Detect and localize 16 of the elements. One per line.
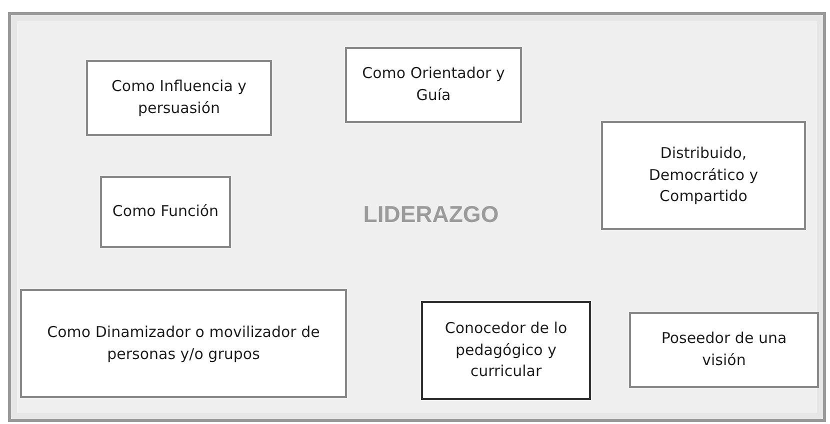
concept-text: Como Función bbox=[112, 201, 219, 222]
concept-box bbox=[629, 312, 819, 388]
concept-box bbox=[86, 60, 272, 136]
concept-text: Poseedor de una visión bbox=[660, 328, 788, 371]
concept-box bbox=[345, 47, 522, 123]
concept-text: Distribuido, Democrático y Compartido bbox=[648, 142, 760, 208]
diagram-panel bbox=[8, 12, 826, 422]
concept-text: Como Influencia y persuasión bbox=[110, 76, 248, 119]
concept-box bbox=[421, 301, 591, 400]
concept-text: Conocedor de lo pedagógico y curricular bbox=[444, 318, 568, 382]
concept-box bbox=[100, 176, 231, 248]
concept-box bbox=[601, 121, 806, 230]
central-title: LIDERAZGO bbox=[362, 201, 500, 228]
concept-text: Como Dinamizador o movilizador de personas y/o grupos bbox=[46, 322, 321, 364]
concept-text: Como Orientador y Guía bbox=[361, 63, 506, 106]
concept-box bbox=[20, 289, 347, 398]
